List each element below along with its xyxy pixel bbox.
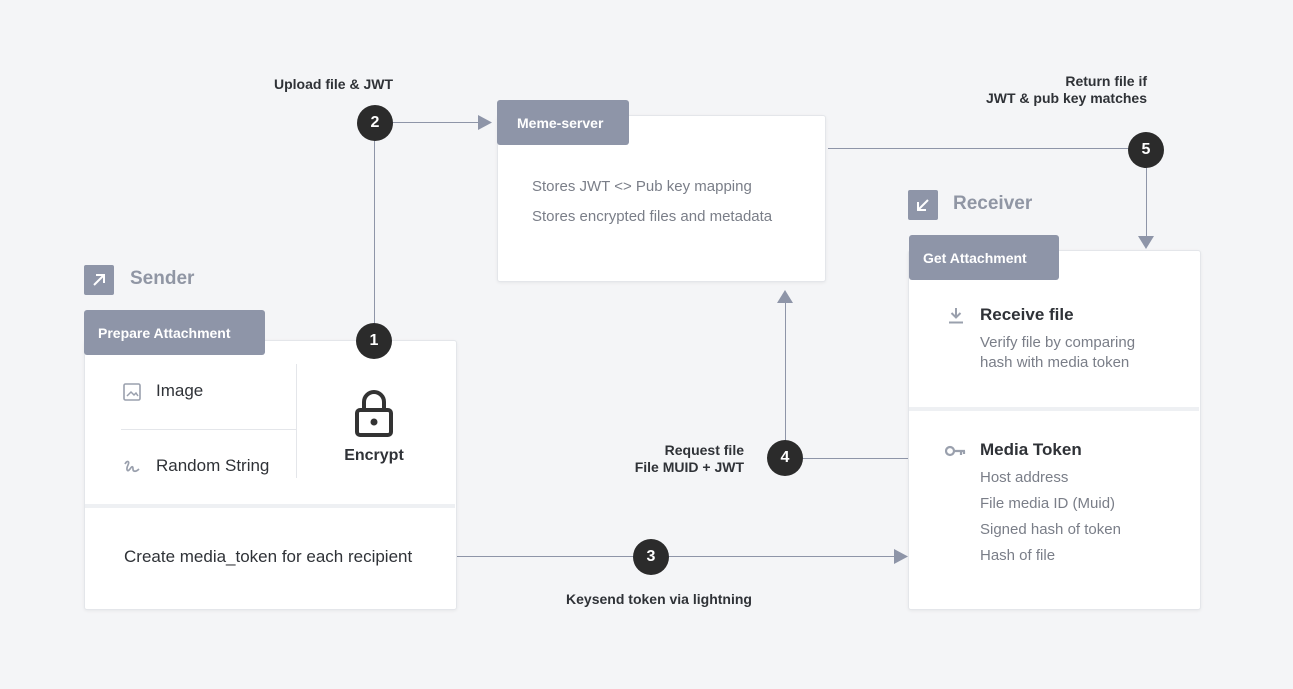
prepare-attachment-tab: Prepare Attachment [84, 310, 265, 355]
sender-icon [84, 265, 114, 295]
request-label-line-2: File MUID + JWT [634, 459, 744, 475]
arrow-up-to-server [777, 290, 793, 303]
sender-divider [85, 504, 455, 508]
token-item-signed-hash: Signed hash of token [980, 521, 1121, 538]
sender-card [84, 340, 457, 610]
receive-file-desc-2: hash with media token [980, 354, 1130, 371]
server-line-1: Stores JWT <> Pub key mapping [532, 178, 752, 195]
arrow-to-receiver-token [894, 549, 908, 564]
media-token-title: Media Token [980, 440, 1082, 459]
step-1-badge: 1 [356, 323, 392, 359]
squiggle-icon [123, 458, 141, 481]
token-item-file-hash: Hash of file [980, 547, 1056, 564]
token-item-host: Host address [980, 469, 1069, 486]
media-token-step-label: Create media_token for each recipient [124, 547, 413, 566]
step-3-badge: 3 [633, 539, 669, 575]
receiver-icon [908, 190, 938, 220]
receiver-title: Receiver [953, 193, 1033, 214]
keysend-label: Keysend token via lightning [566, 591, 752, 607]
image-icon [123, 383, 141, 406]
return-label-line-1: Return file if [1065, 73, 1147, 89]
encrypt-label: Encrypt [344, 447, 404, 464]
return-label-line-2: JWT & pub key matches [985, 90, 1147, 106]
sender-vertical-divider [296, 364, 297, 478]
get-attachment-tab: Get Attachment [909, 235, 1059, 280]
arrow-to-server [478, 115, 492, 130]
step-5-badge: 5 [1128, 132, 1164, 168]
receive-file-title: Receive file [980, 305, 1074, 324]
sender-title: Sender [130, 268, 195, 289]
arrow-to-receiver-top [1138, 236, 1154, 249]
upload-label: Upload file & JWT [274, 76, 393, 92]
receive-file-desc-1: Verify file by comparing [980, 334, 1136, 351]
receiver-divider [909, 407, 1199, 411]
token-item-muid: File media ID (Muid) [980, 495, 1116, 512]
step-2-badge: 2 [357, 105, 393, 141]
server-line-2: Stores encrypted files and metadata [532, 208, 773, 225]
image-label: Image [156, 381, 204, 400]
request-label-line-1: Request file [664, 442, 744, 458]
random-string-label: Random String [156, 456, 270, 475]
step-4-badge: 4 [767, 440, 803, 476]
lock-icon [354, 388, 394, 443]
meme-server-tab: Meme-server [497, 100, 629, 145]
key-icon [944, 444, 967, 463]
download-icon [947, 307, 965, 330]
sender-row-divider [121, 429, 296, 430]
